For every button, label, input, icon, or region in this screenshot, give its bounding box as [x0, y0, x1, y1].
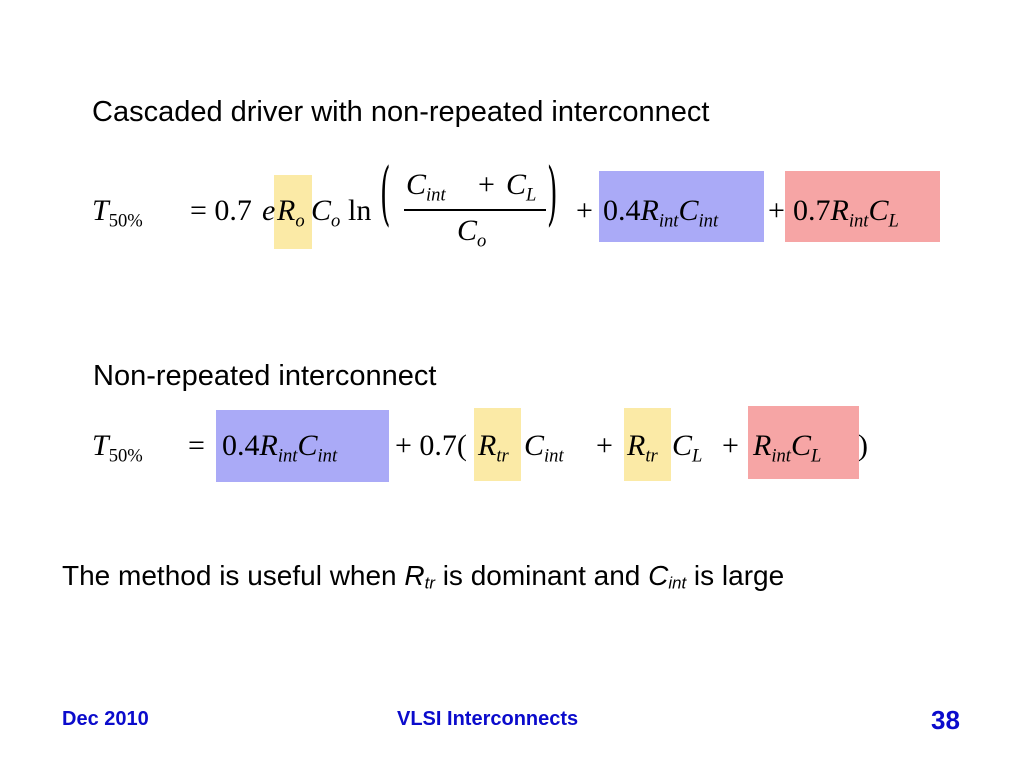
eq2-a-c-sub: int — [544, 445, 564, 467]
eq1-ln: ln — [348, 194, 372, 227]
eq2-t1-c-sub: int — [317, 445, 338, 467]
statement-c-sub: int — [668, 573, 687, 593]
eq2-plus-07: + 0.7( — [395, 429, 467, 462]
eq2-close-paren: ) — [858, 429, 868, 462]
statement-c: C — [648, 560, 669, 591]
footer-date: Dec 2010 — [62, 708, 149, 730]
eq2-b-c-sub: L — [692, 445, 703, 467]
slide-number: 38 — [931, 705, 960, 735]
eq2-a-r: R — [478, 429, 497, 462]
eq1-ro: R — [277, 194, 296, 227]
highlight-rint-cl — [748, 406, 859, 479]
highlight-term-04 — [599, 171, 764, 242]
highlight-ro — [274, 175, 312, 249]
eq1-t2-r-sub: int — [658, 210, 679, 232]
eq1-t3-coef: 0.7 — [793, 194, 831, 227]
statement-post: is large — [686, 560, 785, 591]
eq1-t2-coef: 0.4 — [603, 194, 641, 227]
eq2-plus2: + — [596, 429, 613, 462]
statement-r: R — [404, 560, 425, 591]
eq1-num-c1: C — [406, 168, 427, 201]
eq2-c-c-sub: L — [810, 445, 822, 467]
eq1-t3-r: R — [830, 194, 849, 227]
eq2-c-r-sub: int — [771, 445, 791, 467]
eq1-plus1: + — [576, 194, 593, 227]
eq2-lhs: T — [92, 429, 109, 462]
eq2-t1-c: C — [297, 429, 318, 462]
eq1-t3-c: C — [868, 194, 889, 227]
eq1-den-sub: o — [477, 230, 487, 252]
eq1-num-c1-sub: int — [426, 184, 446, 206]
highlight-rtr-2 — [624, 408, 671, 481]
highlight-term-07 — [785, 171, 940, 242]
eq2-equals: = — [188, 429, 205, 462]
eq1-ro-sub: o — [295, 210, 305, 232]
eq2-t1-coef: 0.4 — [222, 429, 260, 462]
eq1-plus2: + — [768, 194, 785, 227]
eq1-fraction-bar — [404, 209, 546, 211]
eq1-co: C — [311, 194, 332, 227]
eq2-t1-r-sub: int — [277, 445, 298, 467]
eq1-den: C — [457, 214, 478, 247]
conclusion-statement: The method is useful when Rtr is dominan… — [62, 560, 784, 593]
eq1-equals: = 0.7 — [190, 194, 252, 227]
statement-pre: The method is useful when — [62, 560, 405, 591]
eq2-plus3: + — [722, 429, 739, 462]
eq1-co-sub: o — [331, 210, 341, 232]
highlight-rtr-1 — [474, 408, 521, 481]
eq1-num-plus: + — [478, 168, 495, 201]
eq1-right-paren: ) — [547, 155, 558, 236]
eq1-t3-c-sub: L — [888, 210, 899, 232]
eq1-e: e — [262, 194, 276, 227]
eq2-b-r: R — [627, 429, 646, 462]
eq1-t2-c-sub: int — [698, 210, 719, 232]
eq1-t3-r-sub: int — [848, 210, 869, 232]
highlight-term-04b — [216, 410, 389, 482]
eq1-lhs-sub: 50% — [108, 210, 143, 232]
eq1-t2-r: R — [640, 194, 659, 227]
eq1-num-c2: C — [506, 168, 527, 201]
eq2-c-r: R — [753, 429, 772, 462]
eq2-a-r-sub: tr — [496, 445, 509, 467]
heading-non-repeated: Non-repeated interconnect — [93, 360, 437, 392]
eq1-t2-c: C — [678, 194, 699, 227]
statement-r-sub: tr — [424, 573, 435, 593]
eq1-left-paren: ( — [380, 155, 391, 236]
eq2-b-r-sub: tr — [645, 445, 658, 467]
eq2-b-c: C — [672, 429, 693, 462]
eq1-lhs: T — [92, 194, 109, 227]
eq2-c-c: C — [790, 429, 811, 462]
heading-cascaded-driver: Cascaded driver with non-repeated interc… — [92, 96, 710, 128]
eq2-t1-r: R — [259, 429, 278, 462]
eq2-a-c: C — [524, 429, 545, 462]
eq1-num-c2-sub: L — [526, 184, 537, 206]
eq2-lhs-sub: 50% — [108, 445, 143, 467]
statement-mid: is dominant and — [434, 560, 649, 591]
footer-title: VLSI Interconnects — [397, 708, 579, 730]
